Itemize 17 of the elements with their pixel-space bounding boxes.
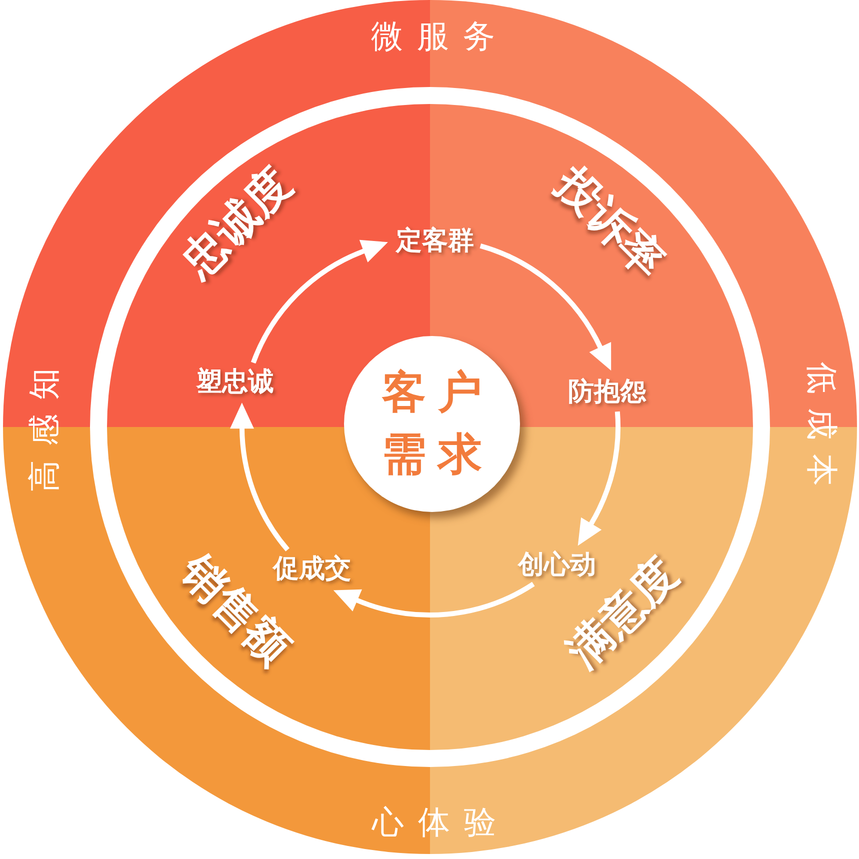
quadrant-title: 忠诚度 xyxy=(174,160,300,286)
arrow xyxy=(251,240,388,364)
arrow xyxy=(230,402,290,552)
arrow xyxy=(579,412,620,547)
step-label: 创心动 xyxy=(518,552,596,578)
ring-label: 高感知 xyxy=(28,368,60,492)
ring-label: 低成本 xyxy=(806,362,838,486)
center-label: 客户需求 xyxy=(382,371,482,477)
ring-label: 微服务 xyxy=(371,20,495,52)
step-label: 防抱怨 xyxy=(568,379,646,405)
step-label: 促成交 xyxy=(273,556,351,582)
arrow xyxy=(480,244,612,370)
quadrant-title: 投诉率 xyxy=(548,160,672,286)
step-label: 定客群 xyxy=(396,228,474,254)
ring-label: 心体验 xyxy=(372,806,496,838)
step-label: 塑忠诚 xyxy=(196,369,274,395)
arrow xyxy=(332,582,535,618)
